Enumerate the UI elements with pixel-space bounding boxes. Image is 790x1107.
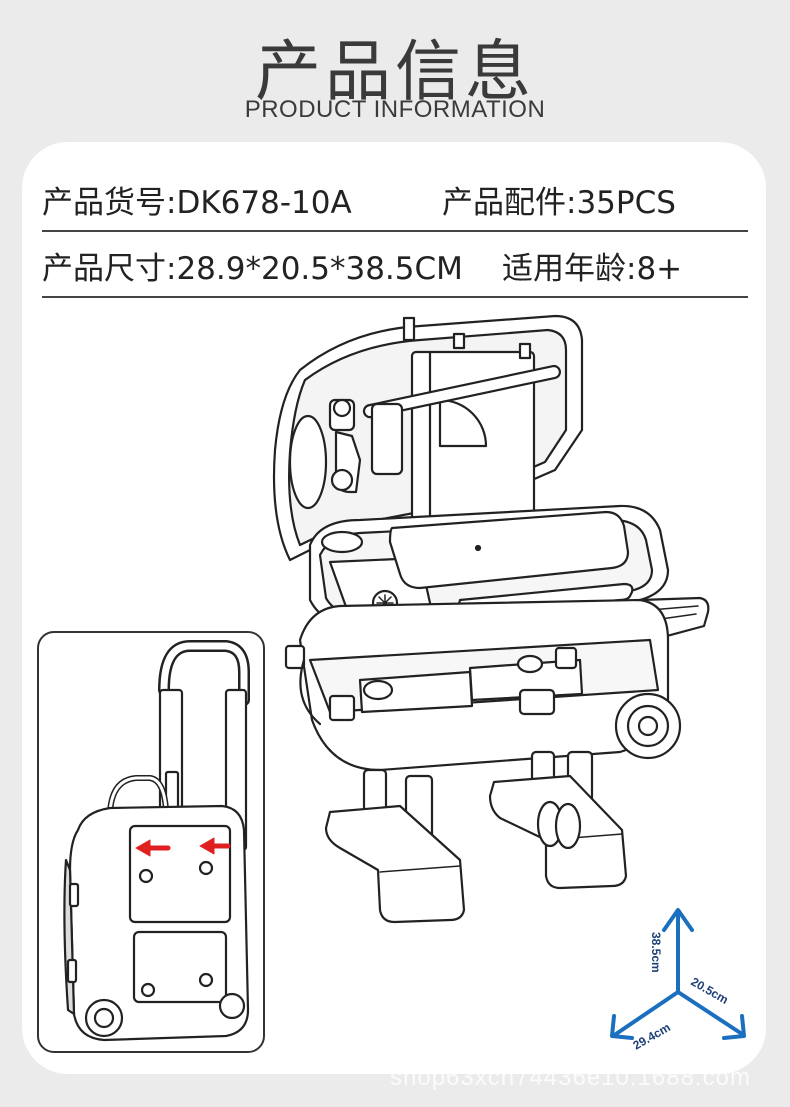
dimension-axes xyxy=(610,908,746,1040)
watermark: shop63xch74436e10.1688.com xyxy=(390,1064,751,1091)
sink-unit-drawing xyxy=(272,314,710,924)
age-range: 适用年龄:8+ xyxy=(502,251,683,287)
page-subtitle: PRODUCT INFORMATION xyxy=(244,96,546,123)
accessories-count: 产品配件:35PCS xyxy=(442,185,676,221)
spec-row-1: 产品货号:DK678-10A 产品配件:35PCS xyxy=(42,172,748,232)
height-dimension-label: 38.5cm xyxy=(649,932,663,973)
folded-suitcase-inset xyxy=(37,631,265,1053)
width-dimension-label: 29.4cm xyxy=(631,1020,673,1052)
product-size: 产品尺寸:28.9*20.5*38.5CM xyxy=(42,251,463,287)
spec-row-2: 产品尺寸:28.9*20.5*38.5CM 适用年龄:8+ xyxy=(42,238,748,298)
item-number: 产品货号:DK678-10A xyxy=(42,185,352,221)
page-title: 产品信息 xyxy=(255,33,535,110)
